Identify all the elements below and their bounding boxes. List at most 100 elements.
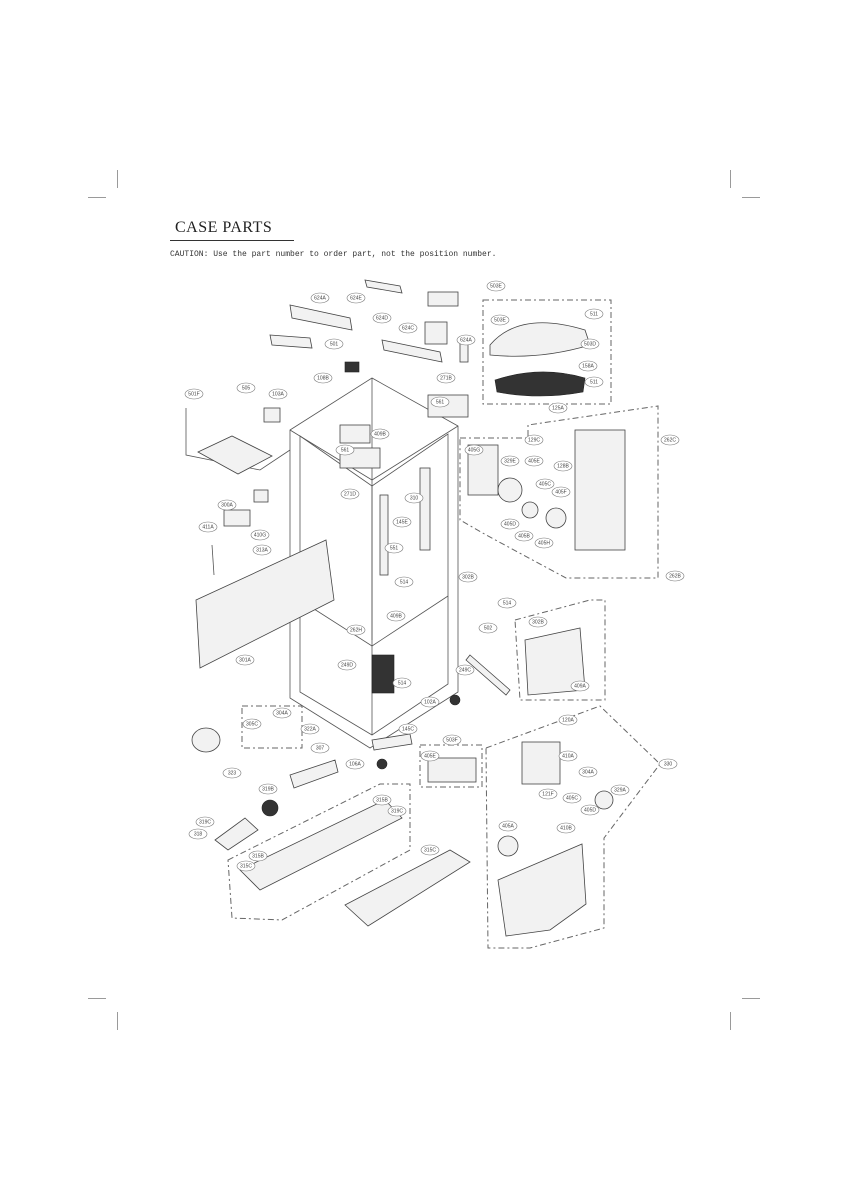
part-number-callout: 305C	[242, 718, 262, 730]
cover-panel-part	[497, 843, 587, 937]
part-number-text: 315C	[240, 864, 252, 870]
part-number-callout: 310	[404, 492, 424, 504]
part-number-text: 514	[503, 601, 512, 607]
callout-bubble	[420, 750, 440, 762]
callout-bubble	[660, 434, 680, 446]
part-number-text: 503D	[584, 342, 596, 348]
part-number-callout: 121F	[538, 788, 558, 800]
callout-bubble	[556, 822, 576, 834]
part-number-callout: 624A	[456, 334, 476, 346]
hinge-cover-part	[289, 304, 353, 331]
dashed-group-right-mid	[459, 405, 659, 579]
callout-bubble	[337, 659, 357, 671]
callout-bubble	[490, 314, 510, 326]
callout-bubble	[370, 428, 390, 440]
callout-bubble	[248, 850, 268, 862]
part-number-callout: 319C	[195, 816, 215, 828]
hinge-part	[364, 279, 403, 294]
part-number-callout: 262C	[660, 434, 680, 446]
part-number-callout: 405D	[500, 518, 520, 530]
part-number-callout: 561	[335, 444, 355, 456]
part-number-text: 624A	[460, 338, 472, 344]
callout-bubble	[195, 816, 215, 828]
callout-bubble	[404, 492, 424, 504]
part-number-callout: 501	[324, 338, 344, 350]
callout-bubble	[535, 478, 555, 490]
part-number-text: 624A	[314, 296, 326, 302]
small-part	[344, 361, 360, 373]
part-number-callout: 624A	[310, 292, 330, 304]
duct-part	[521, 741, 561, 785]
part-number-text: 561	[436, 400, 445, 406]
part-number-callout: 315C	[236, 860, 256, 872]
part-number-text: 405C	[566, 796, 578, 802]
part-number-text: 302B	[462, 575, 474, 581]
callout-bubble	[272, 707, 292, 719]
callout-bubble	[584, 308, 604, 320]
callout-bubble	[610, 784, 630, 796]
part-number-callout: 511	[584, 308, 604, 320]
part-number-callout: 125A	[548, 402, 568, 414]
tray-part	[197, 435, 273, 475]
callout-bubble	[548, 402, 568, 414]
part-number-text: 302B	[532, 620, 544, 626]
part-number-callout: 249C	[455, 664, 475, 676]
callout-bubble	[498, 820, 518, 832]
callout-bubble	[384, 542, 404, 554]
fan-part	[594, 790, 614, 810]
crop-mark	[88, 998, 106, 999]
part-number-callout: 501F	[184, 388, 204, 400]
part-number-text: 329A	[614, 788, 626, 794]
part-number-text: 405C	[539, 482, 551, 488]
callout-bubble	[524, 434, 544, 446]
part-number-text: 410A	[562, 754, 574, 760]
part-number-callout: 409B	[386, 610, 406, 622]
part-number-callout: 302B	[528, 616, 548, 628]
crop-mark	[730, 1012, 731, 1030]
upper-cover-part	[489, 322, 591, 357]
callout-bubble	[456, 334, 476, 346]
part-number-text: 271B	[440, 376, 452, 382]
rail-part	[379, 494, 389, 576]
callout-bubble	[198, 521, 218, 533]
callout-bubble	[558, 714, 578, 726]
cover-part	[427, 757, 477, 783]
part-number-text: 301A	[239, 658, 251, 664]
part-number-text: 405E	[424, 754, 436, 760]
callout-bubble	[235, 654, 255, 666]
part-number-callout: 106A	[345, 758, 365, 770]
callout-bubble	[455, 664, 475, 676]
compressor-part	[191, 727, 221, 753]
part-number-callout: 262H	[346, 624, 366, 636]
callout-bubble	[578, 766, 598, 778]
part-number-callout: 271B	[436, 372, 456, 384]
callout-bubble	[335, 444, 355, 456]
callout-bubble	[242, 718, 262, 730]
bar-part	[465, 654, 511, 696]
part-number-text: 503E	[490, 284, 502, 290]
part-number-callout: 103A	[268, 388, 288, 400]
part-number-text: 304A	[582, 770, 594, 776]
part-number-callout: 624E	[346, 292, 366, 304]
part-number-text: 624E	[350, 296, 362, 302]
callout-bubble	[346, 624, 366, 636]
callout-bubble	[584, 376, 604, 388]
part-number-text: 503E	[494, 318, 506, 324]
part-number-text: 502	[484, 626, 493, 632]
part-number-callout: 503E	[486, 280, 506, 292]
callout-bubble	[524, 455, 544, 467]
part-number-text: 411A	[202, 525, 214, 531]
part-number-callout: 410B	[556, 822, 576, 834]
part-number-callout: 329A	[610, 784, 630, 796]
part-number-callout: 410G	[250, 529, 270, 541]
part-number-callout: 329E	[500, 455, 520, 467]
callout-bubble	[478, 622, 498, 634]
fan-part	[545, 507, 567, 529]
part-number-callout: 120A	[558, 714, 578, 726]
callout-bubble	[538, 788, 558, 800]
part-number-text: 410B	[560, 826, 572, 832]
part-number-callout: 102A	[420, 696, 440, 708]
title-underline	[170, 240, 294, 241]
part-number-callout: 514	[497, 597, 517, 609]
